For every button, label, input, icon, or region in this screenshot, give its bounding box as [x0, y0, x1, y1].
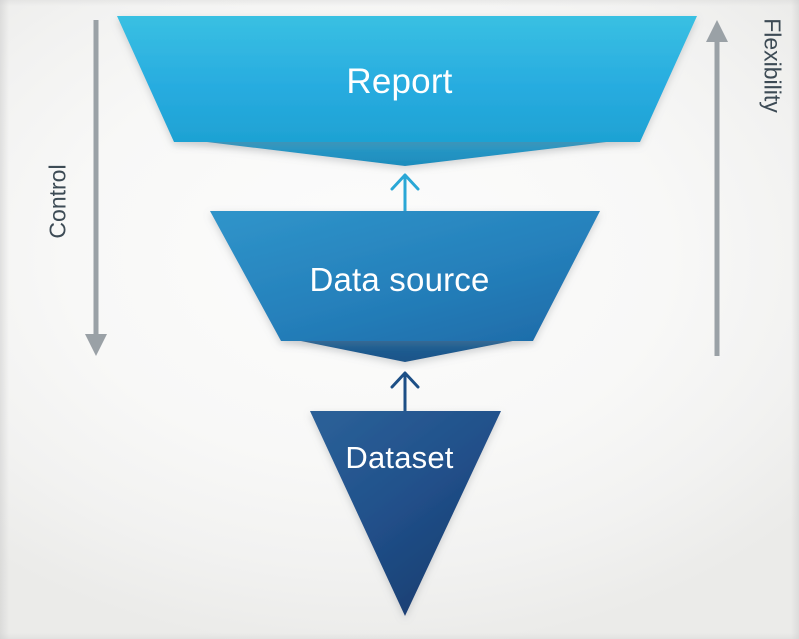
- axis-label-control: Control: [44, 164, 71, 239]
- flow-arrow-dataset-to-data-source: [390, 371, 420, 411]
- report-fold-band: [174, 138, 640, 166]
- stage-label-report: Report: [346, 62, 453, 101]
- stage-label-data-source: Data source: [309, 261, 490, 298]
- axis-label-flexibility: Flexibility: [759, 18, 786, 113]
- flow-arrow-data-source-to-report: [390, 173, 420, 212]
- stage-label-dataset: Dataset: [345, 440, 454, 475]
